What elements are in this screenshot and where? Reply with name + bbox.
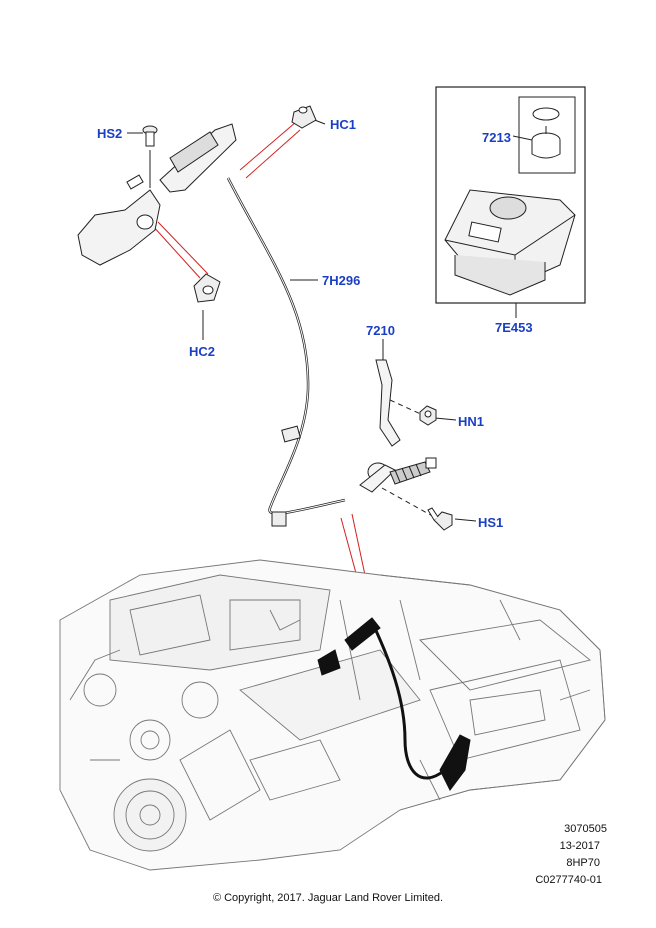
bolt-hs2-icon: [142, 125, 158, 147]
shifter-7e453-icon: [444, 189, 576, 296]
callout-hc1: HC1: [330, 117, 357, 132]
bracket-7210-icon: [375, 359, 401, 447]
callout-7213: 7213: [482, 130, 511, 145]
cable-end-spring-icon: [359, 457, 437, 493]
knob-7213-icon: [531, 107, 561, 159]
clip-hc1-icon: [291, 105, 317, 129]
illustration-code: C0277740-01: [535, 874, 602, 886]
callout-7e453: 7E453: [495, 320, 533, 335]
callout-hn1: HN1: [458, 414, 485, 429]
copyright-notice: © Copyright, 2017. Jaguar Land Rover Lim…: [212, 892, 444, 904]
bolt-hs1-icon: [427, 507, 453, 531]
engine-transmission-icon: [59, 559, 606, 871]
selector-bracket-icon: [77, 123, 237, 266]
callout-hc2: HC2: [189, 344, 216, 359]
transmission-code: 8HP70: [566, 857, 600, 869]
callout-hs1: HS1: [478, 515, 504, 530]
callout-7h296: 7H296: [322, 273, 361, 288]
nut-hn1-icon: [419, 405, 437, 426]
knob-inset-box: [518, 96, 576, 174]
shifter-inset-box: [435, 86, 586, 304]
callout-7210: 7210: [366, 323, 395, 338]
clip-hc2-icon: [193, 273, 221, 303]
reference-number: 3070505: [564, 823, 607, 835]
callout-hs2: HS2: [97, 126, 123, 141]
reference-date: 13-2017: [559, 840, 600, 852]
cable-7h296-icon: [226, 177, 346, 515]
installed-cable-icon: [317, 617, 471, 791]
